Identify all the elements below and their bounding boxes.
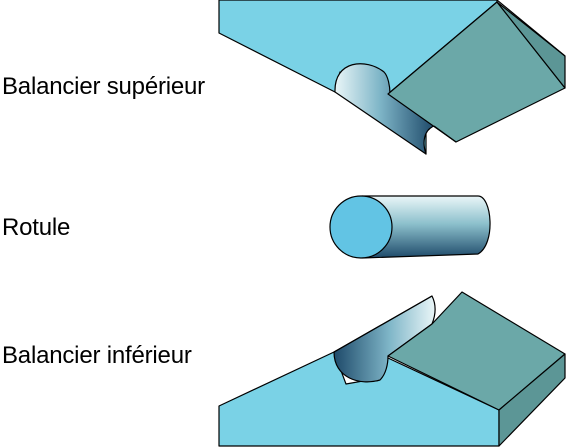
- upper-rocker-end-face: [496, 1, 566, 89]
- lower-rocker-end-face: [498, 353, 566, 447]
- ball-joint-label: Rotule: [2, 214, 71, 241]
- upper-rocker: [218, 0, 566, 155]
- upper-rocker-groove: [334, 63, 435, 155]
- lower-rocker-label: Balancier inférieur: [2, 342, 192, 369]
- upper-rocker-label: Balancier supérieur: [2, 73, 205, 100]
- lower-rocker: [218, 291, 566, 447]
- ball-joint-body: [361, 195, 491, 259]
- ball-joint-end-cap: [329, 195, 393, 259]
- lower-rocker-groove: [333, 295, 436, 383]
- ball-joint: [329, 195, 491, 259]
- lower-rocker-side-face: [387, 291, 566, 411]
